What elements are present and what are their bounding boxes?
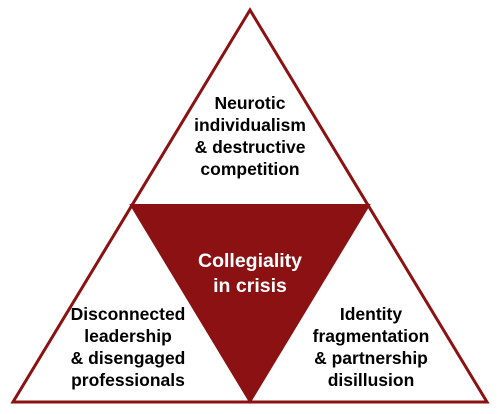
right-label-line-3: & partnership xyxy=(314,348,428,368)
center-label-line-2: in crisis xyxy=(213,275,287,297)
left-label-line-2: leadership xyxy=(84,326,172,346)
top-label-line-1: Neurotic xyxy=(214,93,286,113)
right-label-line-4: disillusion xyxy=(327,370,415,390)
left-label-line-3: & disengaged xyxy=(70,348,186,368)
right-section-label: Identity fragmentation & partnership dis… xyxy=(301,303,441,391)
left-section-label: Disconnected leadership & disengaged pro… xyxy=(58,303,198,391)
center-inverted-triangle xyxy=(129,204,371,404)
top-section-label: Neurotic individualism & destructive com… xyxy=(180,92,320,180)
top-label-line-4: competition xyxy=(200,159,300,179)
top-label-line-2: individualism xyxy=(194,115,306,135)
center-section-label: Collegiality in crisis xyxy=(180,249,320,299)
center-label-line-1: Collegiality xyxy=(197,250,303,272)
left-label-line-1: Disconnected xyxy=(70,304,186,324)
right-label-line-2: fragmentation xyxy=(312,326,430,346)
top-label-line-3: & destructive xyxy=(194,137,306,157)
right-label-line-1: Identity xyxy=(339,304,403,324)
left-label-line-4: professionals xyxy=(71,370,185,390)
